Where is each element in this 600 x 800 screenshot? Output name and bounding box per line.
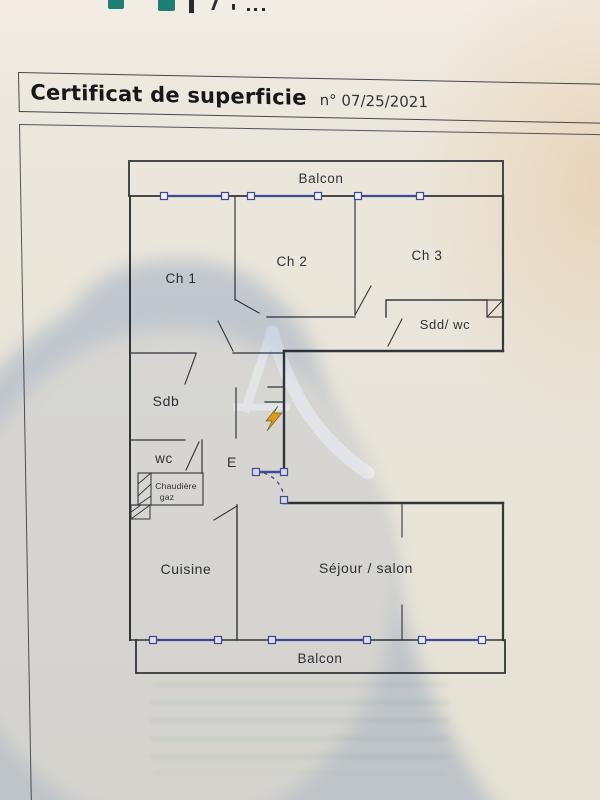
- room-label-kitchen: Cuisine: [161, 561, 212, 577]
- door-wc: [185, 441, 200, 471]
- text-fragment: [189, 0, 194, 13]
- room-label-wc: wc: [154, 451, 173, 466]
- room-label-bedroom3: Ch 3: [412, 248, 443, 263]
- room-label-living-room: Séjour / salon: [319, 560, 413, 576]
- text-fragment: [232, 4, 235, 10]
- door-leaves: [184, 285, 403, 521]
- text-fragment: [254, 8, 257, 11]
- text-fragment: [247, 8, 250, 11]
- door-bedroom2: [235, 299, 260, 314]
- room-label-boiler-line1: Chaudière: [155, 481, 196, 491]
- entry-door: [251, 467, 289, 505]
- room-label-bedroom1: Ch 1: [166, 271, 197, 286]
- text-fragment: [262, 8, 265, 11]
- door-kitchen: [213, 505, 238, 521]
- door-bathroom: [184, 353, 197, 385]
- room-label-bedroom2: Ch 2: [277, 254, 308, 269]
- cut-off-print-fragments: [0, 0, 600, 16]
- door-bedroom3: [354, 285, 372, 316]
- room-label-balcony-bottom: Balcon: [298, 651, 343, 666]
- room-label-shower-wc: Sdd/ wc: [420, 317, 470, 332]
- door-bedroom1: [217, 320, 234, 352]
- logo-fragment: [108, 0, 124, 9]
- room-label-balcony-top: Balcon: [299, 171, 344, 186]
- logo-fragment: [158, 0, 175, 11]
- room-label-boiler-line2: gaz: [160, 492, 174, 502]
- door-shower-wc: [387, 318, 403, 347]
- room-label-entrance: E: [227, 454, 237, 470]
- room-label-bathroom: Sdb: [153, 393, 180, 409]
